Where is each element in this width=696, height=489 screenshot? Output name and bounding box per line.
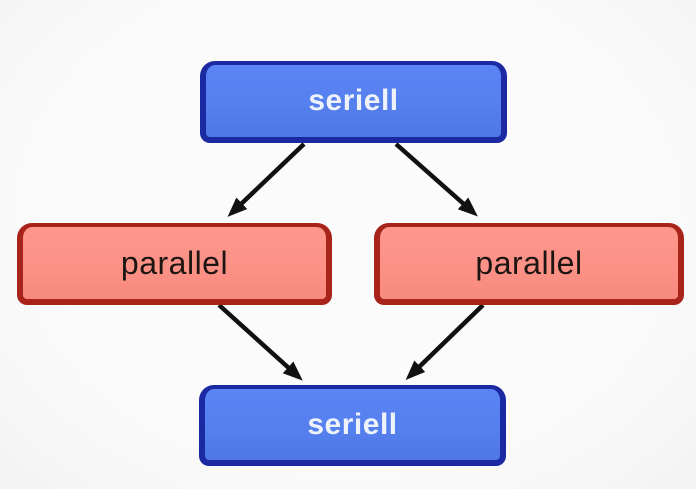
node-parallel-left-label: parallel [120,245,229,281]
edge-parallel-right-to-seriell-bottom [405,303,485,381]
node-parallel-right-label: parallel [475,245,583,281]
node-parallel-right: parallel [374,223,684,305]
node-parallel-left: parallel [17,223,332,305]
node-seriell-top: seriell [200,61,507,143]
edge-parallel-left-to-seriell-bottom [217,303,303,381]
node-seriell-bottom-label: seriell [307,407,398,441]
node-seriell-bottom: seriell [199,385,506,466]
node-seriell-top-label: seriell [308,84,399,117]
edge-seriell-top-to-parallel-right [394,142,478,217]
edge-seriell-top-to-parallel-left [227,142,306,217]
